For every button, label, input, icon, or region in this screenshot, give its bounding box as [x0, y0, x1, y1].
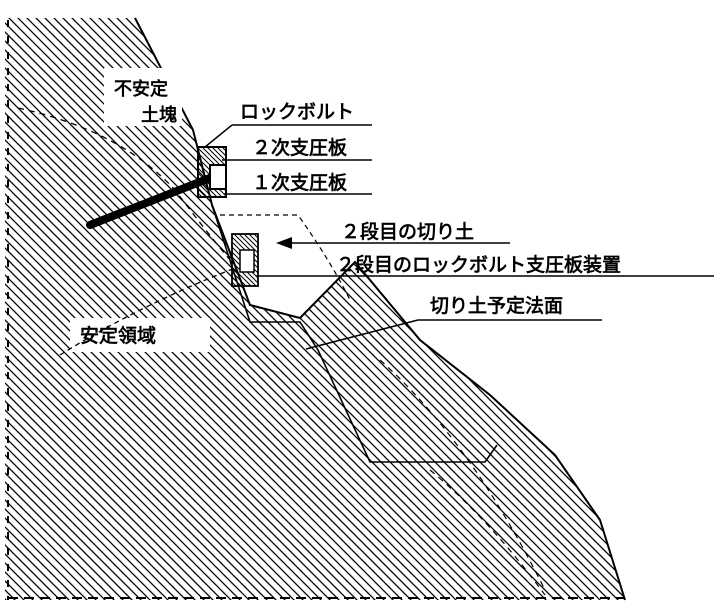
unstable-block-label-1: 不安定	[114, 78, 168, 100]
second-stage-bearing-plate-inner	[239, 249, 255, 273]
second-stage-cut-label: ２段目の切り土	[341, 220, 474, 243]
lower-dashed-guide-b	[429, 469, 546, 596]
primary-bearing-plate-label: １次支圧板	[252, 171, 348, 194]
planned-cut-slope-label: 切り土予定法面	[430, 294, 563, 317]
slip-surface-dashed	[17, 107, 231, 261]
leader-planned-cut-slope	[305, 319, 419, 350]
leader-rock-bolt	[204, 124, 233, 148]
unstable-block-label-2: 土塊	[141, 104, 177, 126]
slip-surface-dashed-lower	[59, 267, 236, 356]
secondary-bearing-plate-label: ２次支圧板	[252, 136, 348, 159]
second-stage-cut-outline	[220, 214, 351, 301]
second-stage-device-label: ２段目のロックボルト支圧板装置	[336, 253, 621, 276]
lower-dashed-guide-a	[379, 359, 546, 591]
rock-bolt	[86, 172, 219, 229]
rock-bolt-label: ロックボルト	[240, 101, 354, 123]
primary-bearing-plate	[209, 164, 227, 190]
arrow-head-icon	[276, 237, 292, 249]
stable-zone-label: 安定領域	[80, 324, 156, 347]
ground-mass	[5, 18, 625, 600]
planned-cut-slope-line	[211, 204, 498, 463]
unstable-label-bg	[104, 68, 182, 126]
